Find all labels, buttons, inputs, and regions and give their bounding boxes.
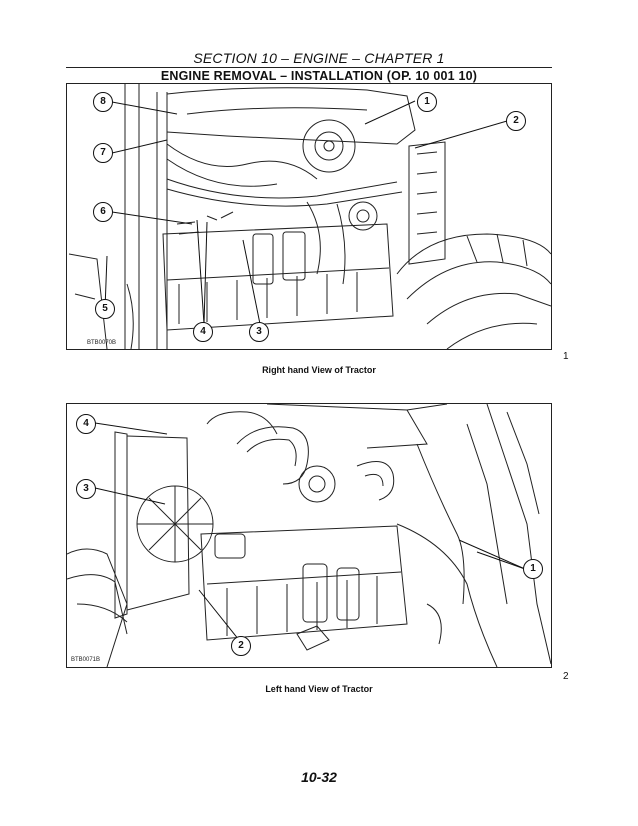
callout-2: 2 bbox=[506, 111, 526, 131]
section-title: SECTION 10 – ENGINE – CHAPTER 1 bbox=[193, 50, 445, 66]
callout-5: 5 bbox=[95, 299, 115, 319]
engine-left-side-illustration bbox=[67, 404, 551, 667]
procedure-title: ENGINE REMOVAL – INSTALLATION (OP. 10 00… bbox=[160, 69, 478, 83]
callout-3: 3 bbox=[249, 322, 269, 342]
header-rule bbox=[66, 67, 552, 68]
callout-1: 1 bbox=[417, 92, 437, 112]
page-number: 10-32 bbox=[301, 769, 337, 785]
figure-left-hand-view: 4 3 1 2 BTB0071B bbox=[66, 403, 552, 668]
figure-reference-code: BTB0070B bbox=[87, 340, 117, 346]
callout-4: 4 bbox=[76, 414, 96, 434]
callout-1: 1 bbox=[523, 559, 543, 579]
figure-caption: Right hand View of Tractor bbox=[262, 365, 376, 375]
figure-number: 2 bbox=[563, 671, 569, 682]
engine-right-side-illustration bbox=[68, 84, 551, 349]
callout-8: 8 bbox=[93, 92, 113, 112]
callout-3: 3 bbox=[76, 479, 96, 499]
callout-6: 6 bbox=[93, 202, 113, 222]
figure-right-hand-view: 8 1 2 7 6 5 4 3 BTB0070B bbox=[66, 83, 552, 350]
figure-caption: Left hand View of Tractor bbox=[265, 684, 373, 694]
callout-7: 7 bbox=[93, 143, 113, 163]
callout-4: 4 bbox=[193, 322, 213, 342]
callout-2: 2 bbox=[231, 636, 251, 656]
figure-number: 1 bbox=[563, 351, 569, 362]
figure-reference-code: BTB0071B bbox=[71, 657, 101, 663]
